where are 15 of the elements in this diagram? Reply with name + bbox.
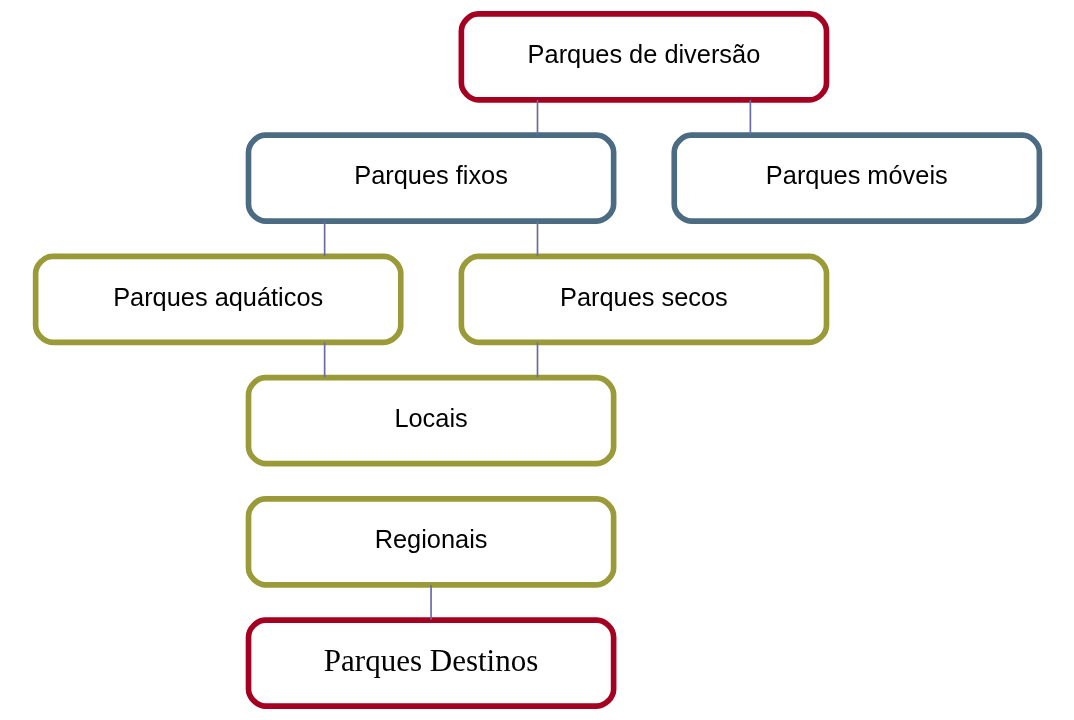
node-box: Parques de diversão — [458, 11, 829, 103]
node-box: Parques secos — [458, 253, 829, 346]
connector — [429, 584, 432, 621]
connector — [323, 341, 325, 379]
node-box: Parques Destinos — [245, 617, 616, 709]
connector — [536, 220, 538, 257]
node-box: Locais — [245, 374, 616, 467]
node-box: Regionais — [245, 496, 616, 588]
node-box: Parques fixos — [245, 132, 616, 224]
node-box: Parques aquáticos — [32, 253, 404, 346]
connector — [323, 220, 325, 257]
connector — [536, 99, 538, 136]
connector — [749, 99, 751, 136]
connector — [536, 341, 538, 379]
node-box: Parques móveis — [670, 132, 1042, 224]
